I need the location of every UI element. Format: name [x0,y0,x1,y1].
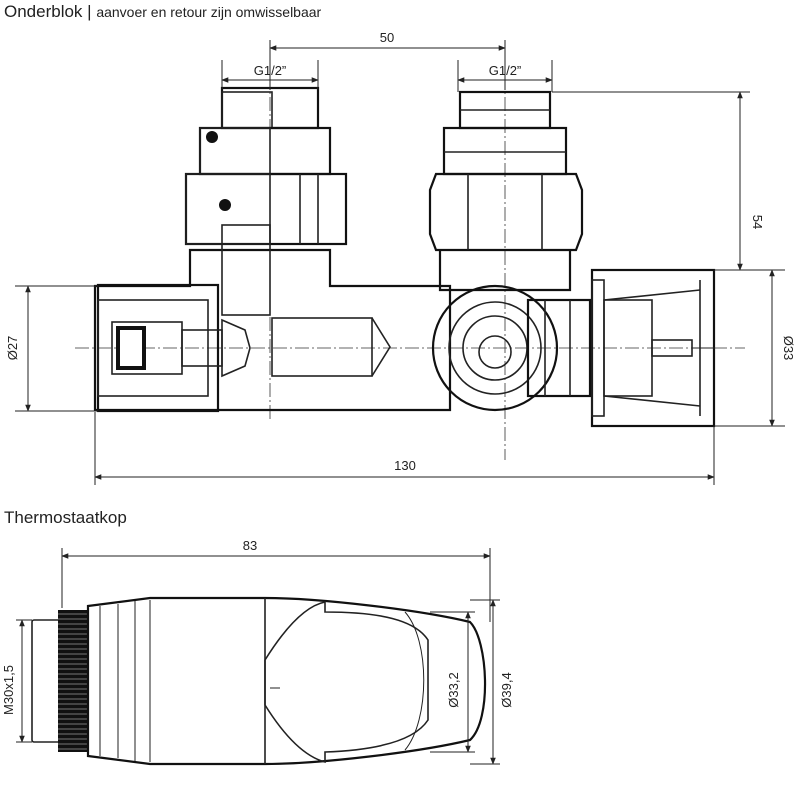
dim-thread-label: M30x1,5 [1,665,16,715]
right-tailpiece [428,90,584,292]
dim-length: 83 [61,538,491,622]
left-end-cap [96,283,251,413]
dim-thread-right: G1/2” [457,60,553,92]
knob-body [86,596,487,766]
left-tailpiece [184,86,348,316]
thread-stub [31,619,61,743]
onderblok-drawing: 50 G1/2” G1/2” 54 Ø27 [5,30,796,485]
dim-inner-diameter: Ø33,2 [430,611,475,753]
dim-height-label: 54 [750,215,765,229]
dim-total-length: 130 [94,412,715,485]
right-end-cap [590,268,716,428]
dim-outer-diameter: Ø39,4 [470,599,514,765]
onderblok-heading: Onderblok | aanvoer en retour zijn omwis… [4,2,321,22]
dim-total-length-label: 130 [394,458,416,473]
dim-thread-left: G1/2” [221,60,319,90]
dim-outer-diameter-label: Ø39,4 [499,672,514,707]
valve-body [93,248,452,412]
thermostaatkop-title: Thermostaatkop [4,508,127,527]
dim-thread: M30x1,5 [1,619,32,743]
dim-spacing-label: 50 [380,30,394,45]
dim-right-diameter-label: Ø33 [781,336,796,361]
dim-right-diameter: Ø33 [714,269,796,427]
o-ring [206,131,218,143]
o-ring [219,199,231,211]
dim-height: 54 [552,91,765,271]
dim-thread-right-label: G1/2” [489,63,522,78]
dim-left-diameter-label: Ø27 [5,336,20,361]
heading-separator: | [82,2,97,21]
dim-inner-diameter-label: Ø33,2 [446,672,461,707]
right-valve-insert [431,284,592,412]
grip-recess [264,601,429,764]
dim-length-label: 83 [243,538,257,553]
onderblok-subtitle: aanvoer en retour zijn omwisselbaar [96,4,322,20]
body-grooves [99,600,151,762]
thermostaatkop-drawing: 83 M30x1,5 Ø33,2 Ø39,4 [1,538,514,766]
dim-thread-left-label: G1/2” [254,63,287,78]
dim-left-diameter: Ø27 [5,285,98,412]
onderblok-title: Onderblok [4,2,83,21]
dim-spacing: 50 [269,30,506,90]
knurled-ring [58,610,88,752]
